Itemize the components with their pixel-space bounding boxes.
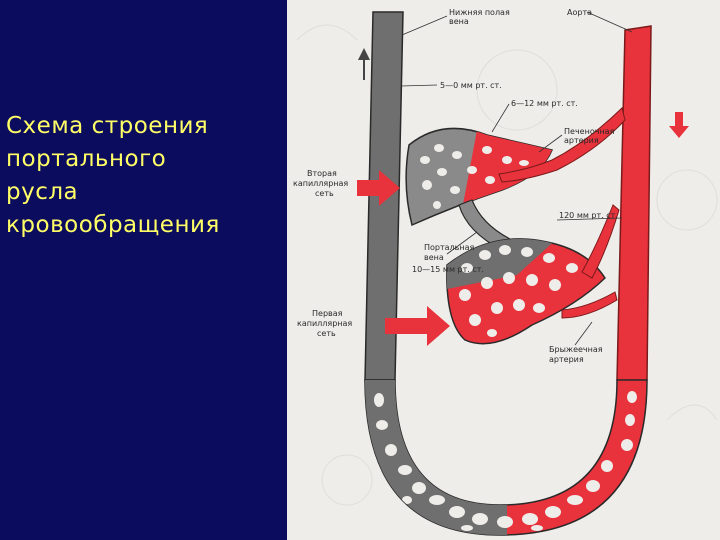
label-pressure-liver: 6—12 мм рт. ст. [511, 99, 578, 108]
label-mesenteric-2: артерия [549, 355, 584, 364]
label-first-net-2: капиллярная [297, 319, 352, 328]
mesenteric-artery [581, 204, 620, 279]
up-arrow-icon [358, 48, 370, 80]
title-line-1: Схема строения [6, 113, 209, 139]
label-mesenteric-1: Брыжеечная [549, 345, 603, 354]
arrow-second-net-icon [357, 170, 400, 206]
diagram-svg: Нижняя полая вена Аорта 5—0 мм рт. ст. 6… [293, 8, 718, 536]
title-line-4: кровообращения [6, 212, 220, 238]
label-hepatic-artery-1: Печеночная [564, 127, 615, 136]
label-second-net-2: капиллярная [293, 179, 348, 188]
lower-capillary-loop [364, 379, 648, 536]
label-portal-vein-2: вена [424, 253, 444, 262]
mesenteric-artery-lower [561, 291, 618, 319]
label-ivc-2: вена [449, 17, 469, 26]
label-pressure-artery: 120 мм рт. ст. [559, 211, 618, 220]
label-second-net-3: сеть [315, 189, 334, 198]
label-first-net-3: сеть [317, 329, 336, 338]
hepatic-artery [498, 107, 626, 183]
aorta [616, 25, 652, 381]
label-second-net-1: Вторая [307, 169, 337, 178]
label-pressure-portal: 10—15 мм рт. ст. [412, 265, 484, 274]
portal-circulation-diagram: Нижняя полая вена Аорта 5—0 мм рт. ст. 6… [287, 0, 720, 540]
background-texture [296, 24, 718, 506]
slide-title: Схема строения портального русла кровооб… [6, 110, 286, 242]
label-portal-vein-1: Портальная [424, 243, 475, 252]
title-line-2: портального [6, 146, 167, 172]
arrow-first-net-icon [385, 306, 450, 346]
label-leaders [400, 11, 633, 346]
label-aorta: Аорта [567, 8, 592, 17]
label-ivc-1: Нижняя полая [449, 8, 510, 17]
title-line-3: русла [6, 179, 79, 205]
down-arrow-icon [669, 112, 689, 138]
label-pressure-ivc: 5—0 мм рт. ст. [440, 81, 502, 90]
label-hepatic-artery-2: артерия [564, 136, 599, 145]
label-first-net-1: Первая [312, 309, 343, 318]
